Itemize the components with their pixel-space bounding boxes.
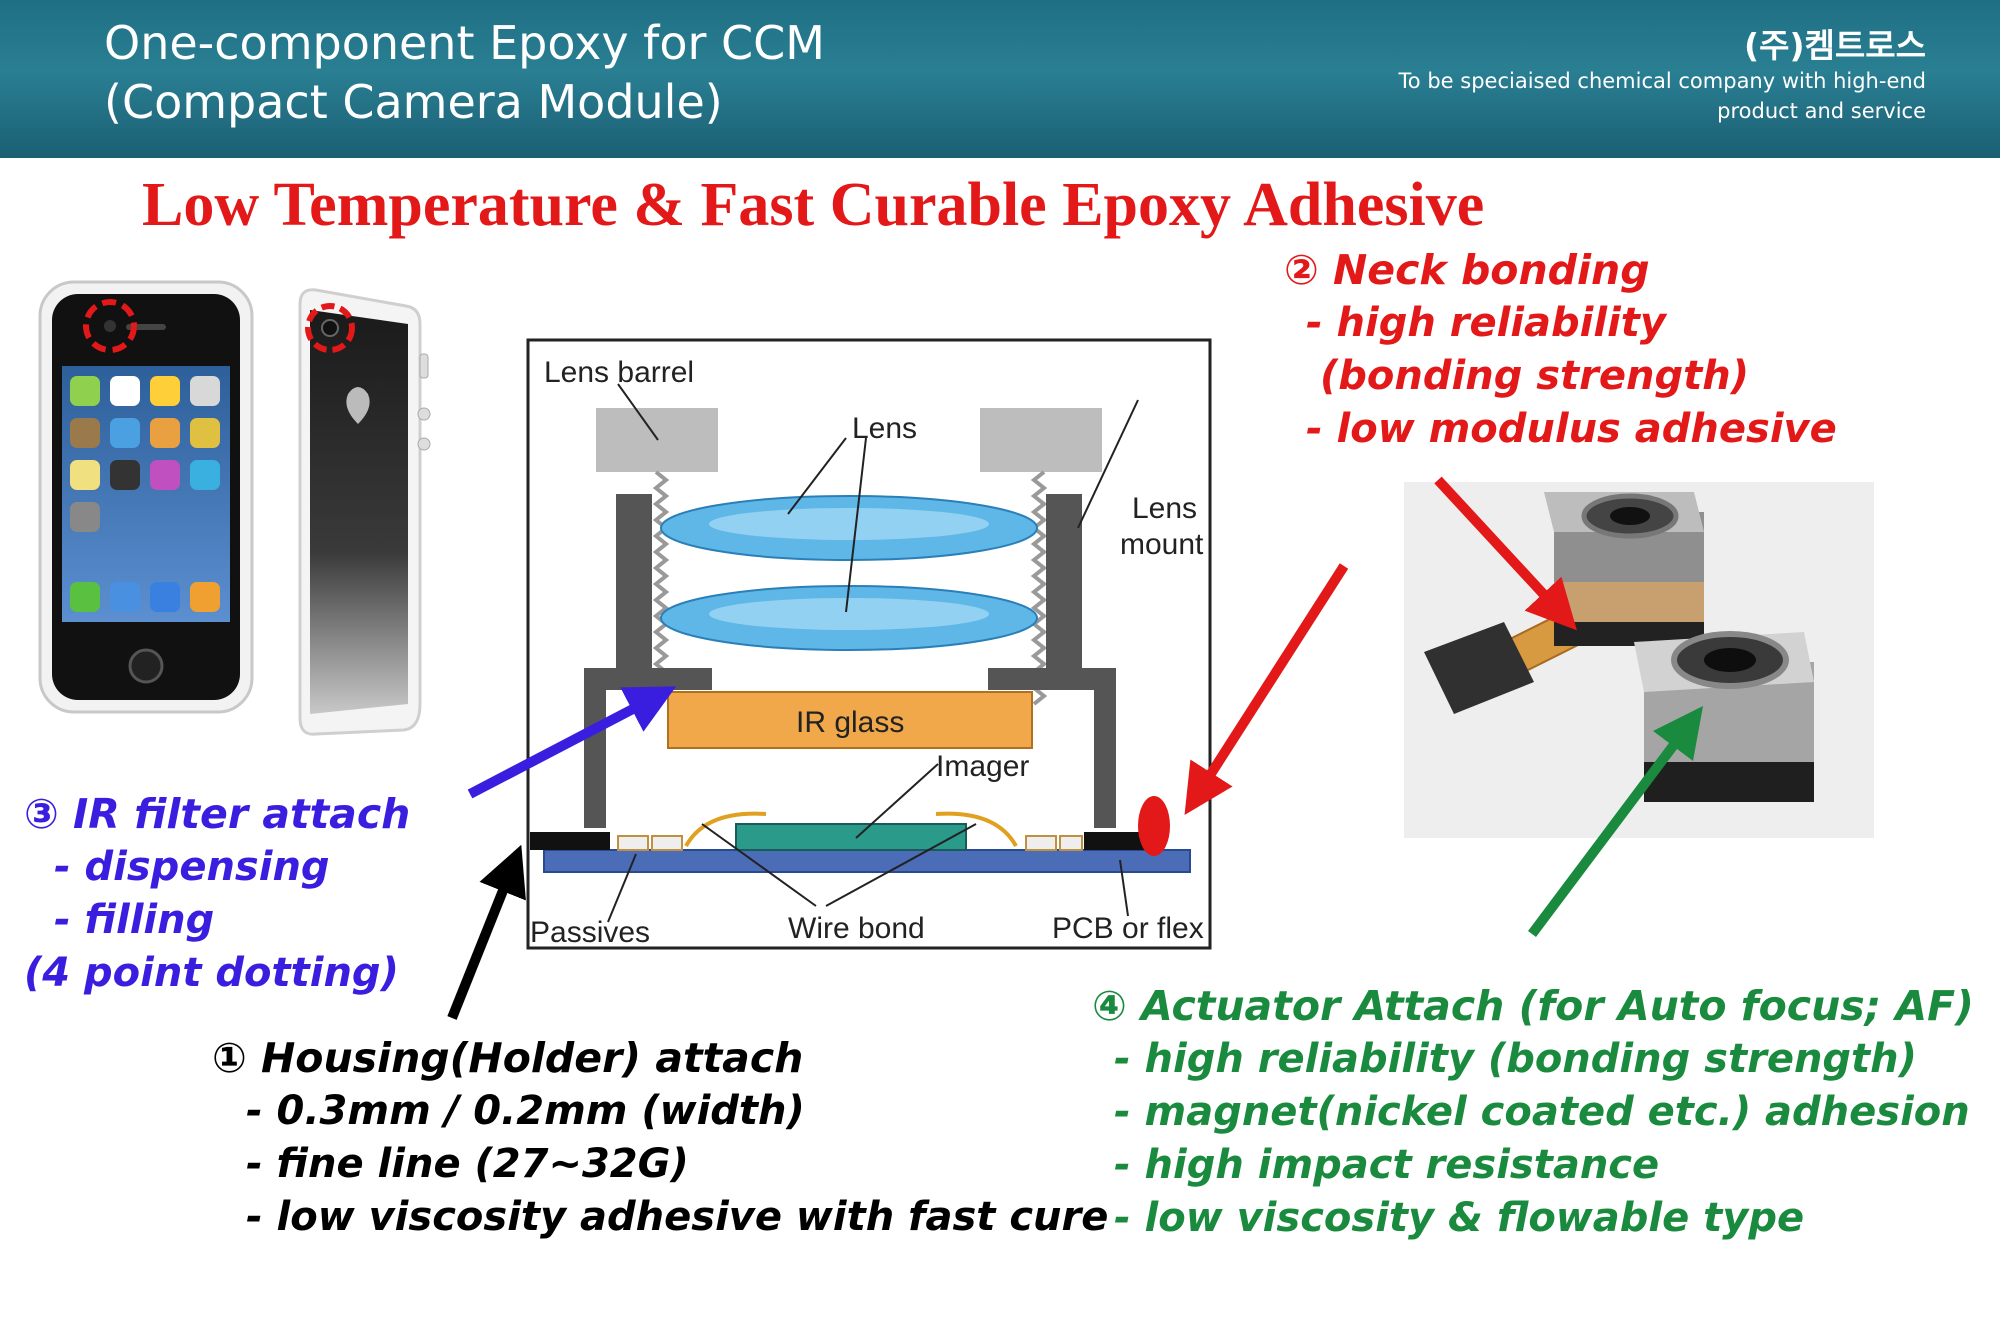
label-lens: Lens — [852, 412, 917, 445]
housing-item-2: - fine line (27~32G) — [246, 1141, 689, 1187]
neck-bonding-item-2: (bonding strength) — [1320, 353, 1750, 399]
ir-filter-item-1: - dispensing — [54, 844, 330, 890]
arrow-adhesive-dot — [1184, 563, 1349, 816]
lens-barrel-right — [980, 408, 1102, 472]
smartphone-front-icon — [38, 280, 254, 714]
header-title: One-component Epoxy for CCM (Compact Cam… — [104, 14, 825, 132]
arrow-actuator — [1528, 706, 1703, 937]
label-lens-barrel: Lens barrel — [544, 356, 694, 389]
label-wire-bond: Wire bond — [788, 912, 925, 945]
ir-filter-item-3: (4 point dotting) — [24, 950, 399, 996]
label-ir-glass: IR glass — [796, 706, 904, 739]
arrow-ir-filter — [467, 686, 677, 799]
housing-right — [988, 494, 1116, 828]
actuator-block: ④ Actuator Attach (for Auto focus; AF) -… — [1092, 980, 1974, 1245]
ir-filter-heading: ③ IR filter attach — [24, 790, 411, 838]
company-info: (주)켐트로스 To be speciaised chemical compan… — [1399, 26, 1926, 126]
housing-block: ① Housing(Holder) attach - 0.3mm / 0.2mm… — [212, 1032, 1108, 1244]
header-title-line2: (Compact Camera Module) — [104, 75, 723, 129]
adhesive-dot — [1138, 796, 1170, 856]
housing-item-1: - 0.3mm / 0.2mm (width) — [246, 1088, 805, 1134]
smartphone-back-icon — [298, 288, 431, 736]
label-passives: Passives — [530, 916, 650, 949]
arrow-housing — [447, 844, 526, 1020]
housing-heading: ① Housing(Holder) attach — [212, 1034, 804, 1082]
actuator-item-2: - magnet(nickel coated etc.) adhesion — [1114, 1089, 1970, 1135]
actuator-item-3: - high impact resistance — [1114, 1142, 1660, 1188]
header-bar: One-component Epoxy for CCM (Compact Cam… — [0, 0, 2000, 158]
label-lens-mount-2: mount — [1120, 528, 1204, 561]
company-tagline-2: product and service — [1717, 99, 1926, 123]
housing-left — [584, 494, 712, 828]
actuator-heading: ④ Actuator Attach (for Auto focus; AF) — [1092, 982, 1974, 1030]
actuator-item-1: - high reliability (bonding strength) — [1114, 1036, 1917, 1082]
camera-module-icon — [1404, 482, 1874, 838]
company-name: (주)켐트로스 — [1744, 26, 1926, 65]
imager — [735, 823, 967, 851]
label-lens-mount-1: Lens — [1132, 492, 1197, 525]
main-title: Low Temperature & Fast Curable Epoxy Adh… — [142, 171, 1485, 239]
neck-bonding-block: ② Neck bonding - high reliability (bondi… — [1284, 244, 1837, 456]
ir-filter-item-2: - filling — [54, 897, 215, 943]
header-title-line1: One-component Epoxy for CCM — [104, 16, 825, 70]
neck-bonding-heading: ② Neck bonding — [1284, 246, 1650, 294]
housing-item-3: - low viscosity adhesive with fast cure — [246, 1194, 1109, 1240]
label-imager: Imager — [936, 750, 1029, 783]
neck-bonding-item-1: - high reliability — [1306, 300, 1666, 346]
actuator-item-4: - low viscosity & flowable type — [1114, 1195, 1805, 1241]
neck-bonding-item-3: - low modulus adhesive — [1306, 406, 1837, 452]
label-pcb-flex: PCB or flex — [1052, 912, 1204, 945]
arrow-neck-bonding — [1434, 476, 1577, 631]
ccm-cross-section-diagram: Lens barrel Lens Lens mount IR glass Ima… — [526, 338, 1212, 950]
ir-filter-block: ③ IR filter attach - dispensing - fillin… — [24, 788, 410, 1000]
company-tagline-1: To be speciaised chemical company with h… — [1398, 69, 1926, 93]
